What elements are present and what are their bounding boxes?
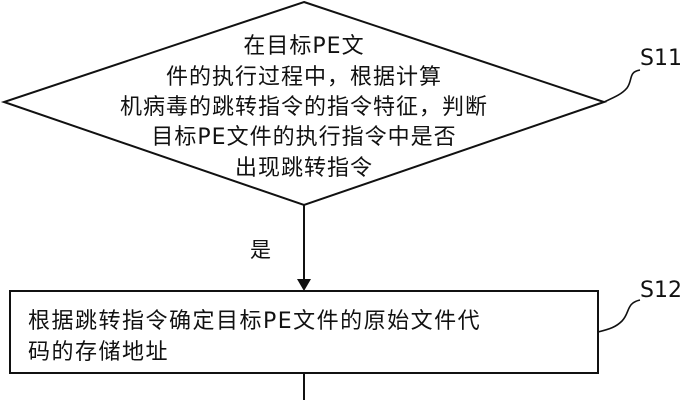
decision-line-5: 出现跳转指令 [234,156,373,181]
s11-leader-line [603,69,641,103]
process-line-1: 根据跳转指令确定目标PE文件的原始文件代 [28,309,482,334]
flow-arrow-head [297,279,311,291]
process-line-2: 码的存储地址 [28,340,170,365]
yes-branch-label: 是 [250,238,271,262]
decision-line-3: 机病毒的跳转指令的指令特征，判断 [119,95,488,120]
s12-leader-line [597,299,641,333]
step-label-s11: S11 [640,46,682,71]
decision-line-4: 目标PE文件的执行指令中是否 [151,125,457,150]
step-label-s12: S12 [640,278,682,303]
process-box [9,290,599,374]
decision-line-1: 在目标PE文 [243,34,365,59]
decision-line-2: 件的执行过程中，根据计算 [165,65,442,90]
